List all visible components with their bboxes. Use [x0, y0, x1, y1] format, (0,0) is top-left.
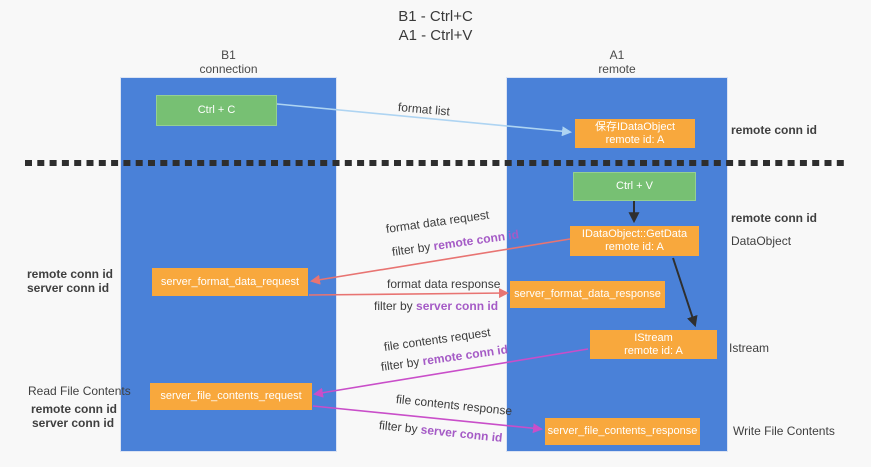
left-server-conn-id-2: server conn id	[32, 416, 115, 430]
diagram-title: B1 - Ctrl+C A1 - Ctrl+V	[0, 7, 871, 45]
istream-side-label: Istream	[729, 341, 770, 355]
ctrl-c-label: Ctrl + C	[197, 104, 236, 116]
getdata-to-istream-arrow	[672, 257, 698, 328]
format-data-response-arrow	[308, 288, 509, 299]
server-file-contents-request-box: server_file_contents_request	[150, 383, 312, 410]
getdata-line1: IDataObject::GetData	[581, 228, 688, 240]
right-remote-conn-id-top: remote conn id	[731, 123, 818, 137]
left-remote-conn-id-2: remote conn id	[31, 402, 118, 416]
format-data-request-arrow	[310, 238, 571, 285]
ctrl-v-box: Ctrl + V	[573, 172, 696, 201]
lane-header-b1: B1 connection	[121, 48, 336, 76]
filter-by-server-conn-id-label-1: filter by server conn id	[374, 299, 498, 313]
lane-a1-name: A1	[609, 48, 625, 62]
lane-b1-subtitle: connection	[199, 62, 258, 76]
server-file-contents-response-label: server_file_contents_response	[547, 425, 698, 437]
ctrl-c-box: Ctrl + C	[156, 95, 277, 126]
ctrl-v-label: Ctrl + V	[616, 180, 653, 192]
write-file-contents-label: Write File Contents	[733, 424, 835, 438]
left-remote-conn-id-1: remote conn id	[27, 267, 114, 281]
format-list-arrow	[276, 103, 572, 137]
left-server-conn-id-1: server conn id	[27, 281, 110, 295]
save-idataobject-box: 保存IDataObject remote id: A	[575, 119, 695, 148]
lane-header-a1: A1 remote	[507, 48, 727, 76]
server-format-data-request-label: server_format_data_request	[160, 275, 300, 288]
server-conn-id-text: server conn id	[416, 299, 499, 313]
title-line-1: B1 - Ctrl+C	[398, 8, 473, 25]
getdata-line2: remote id: A	[605, 241, 664, 253]
server-format-data-response-label: server_format_data_response	[514, 288, 661, 300]
istream-box: IStream remote id: A	[590, 330, 717, 359]
istream-line1: IStream	[634, 331, 673, 344]
idataobject-getdata-box: IDataObject::GetData remote id: A	[570, 226, 699, 256]
istream-line2: remote id: A	[624, 344, 683, 357]
server-format-data-response-box: server_format_data_response	[510, 281, 665, 308]
save-idataobject-line1: 保存IDataObject	[594, 120, 676, 133]
file-contents-request-arrow	[313, 348, 589, 398]
server-format-data-request-box: server_format_data_request	[152, 268, 308, 296]
filter-by-text: filter by	[374, 299, 417, 313]
read-file-contents-label: Read File Contents	[28, 384, 131, 398]
dataobject-label: DataObject	[731, 234, 792, 248]
lane-b1-name: B1	[221, 48, 236, 62]
file-contents-response-arrow	[312, 405, 543, 434]
right-remote-conn-id-mid: remote conn id	[731, 211, 818, 225]
title-line-2: A1 - Ctrl+V	[398, 27, 473, 44]
server-file-contents-response-box: server_file_contents_response	[545, 418, 700, 445]
save-idataobject-line2: remote id: A	[605, 133, 665, 146]
lane-a1-subtitle: remote	[598, 62, 636, 76]
format-data-response-label: format data response	[387, 277, 501, 291]
server-file-contents-request-label: server_file_contents_request	[160, 390, 302, 402]
